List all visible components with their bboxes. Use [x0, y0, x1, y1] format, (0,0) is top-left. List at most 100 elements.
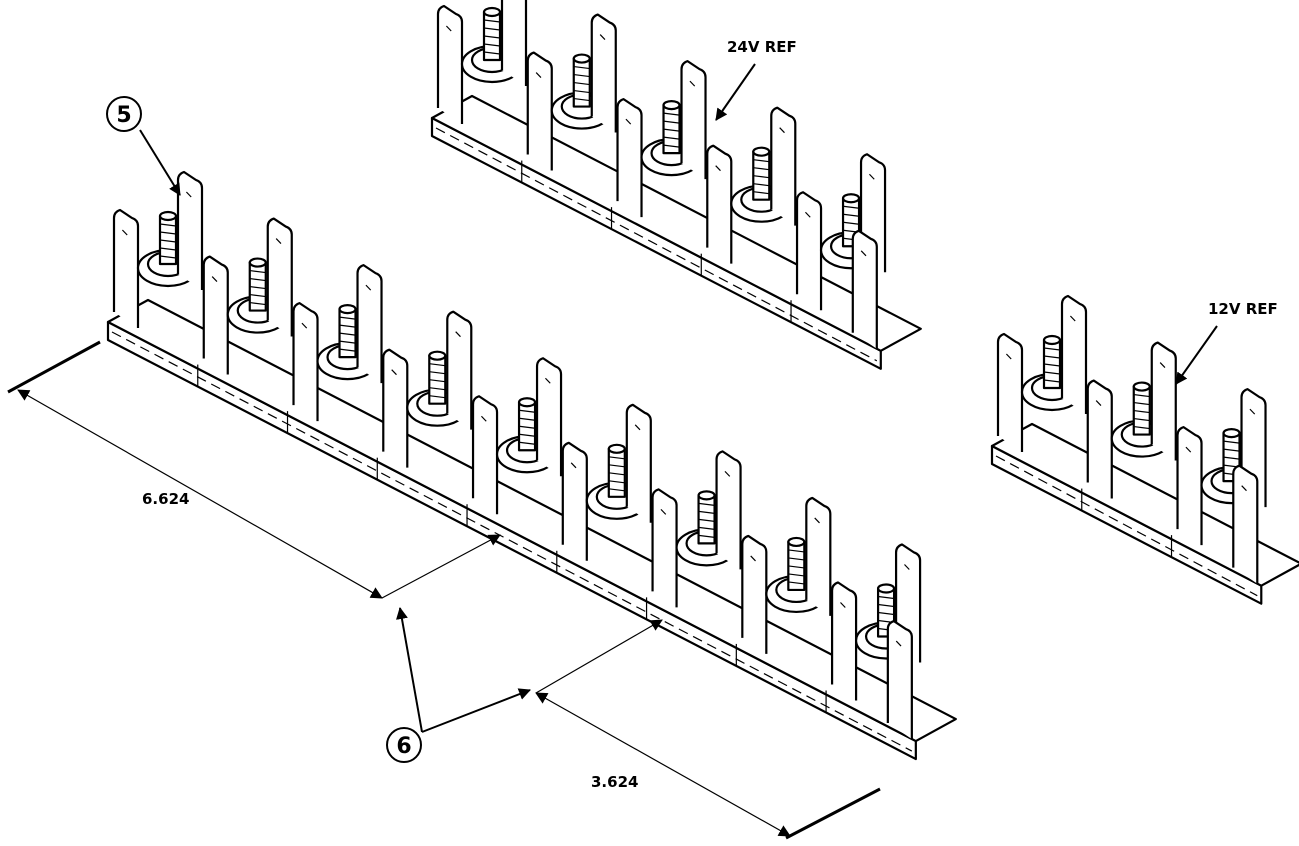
thread-line [573, 97, 590, 102]
tab-mark [445, 25, 452, 32]
thread-line [878, 603, 895, 608]
tab [1060, 294, 1088, 414]
thread-line [339, 332, 356, 336]
tab-mark [625, 118, 632, 125]
stud-top [841, 193, 861, 204]
tab-mark [840, 602, 846, 608]
thread-line [698, 502, 715, 506]
thread-line [698, 526, 715, 530]
thread-line [159, 239, 177, 243]
dimension-label-short: 3.624 [591, 773, 638, 791]
tab [886, 619, 913, 740]
thread-line [483, 51, 501, 55]
thread-line [339, 316, 356, 320]
thread-line [483, 43, 501, 47]
tab [1150, 341, 1177, 461]
stud-top [248, 257, 267, 268]
thread-line [483, 35, 501, 39]
thread-line [788, 557, 805, 561]
thread-line [429, 363, 446, 367]
dimension-line-long [17, 389, 383, 599]
ref-label-text: 24V REF [727, 38, 797, 56]
thread-line [1043, 371, 1061, 375]
tab [266, 217, 293, 337]
ref-label-12v: 12V REF [1175, 300, 1278, 385]
tab [851, 229, 878, 349]
thread-line [1043, 347, 1061, 351]
thread-line [518, 441, 536, 445]
thread-line [159, 255, 177, 259]
tab [830, 581, 858, 701]
callout-leader [139, 129, 181, 196]
tab-mark [1241, 485, 1247, 492]
tab [1086, 379, 1113, 499]
thread-line [1043, 355, 1061, 359]
tab [590, 13, 617, 133]
thread-line [753, 191, 770, 195]
callout-5: 5 [106, 96, 181, 196]
thread-line [573, 65, 590, 70]
dimension-extension-split-1 [381, 534, 501, 599]
tab-mark [1185, 446, 1192, 453]
ref-label-text: 12V REF [1208, 300, 1278, 318]
tab-mark [750, 555, 756, 562]
stud-top [876, 583, 896, 594]
thread-line [788, 549, 805, 553]
dimension-short: 3.624 [535, 619, 881, 840]
callout-leader-lower [421, 688, 531, 733]
thread-line [842, 205, 860, 209]
tab-mark [634, 424, 641, 431]
tab-mark [805, 211, 811, 218]
stud-top [662, 100, 681, 111]
thread-line [249, 277, 266, 282]
thread-line [249, 285, 266, 290]
tab-mark [904, 564, 910, 570]
thread-line [663, 112, 680, 116]
stud-top [482, 6, 502, 18]
stud-top [697, 490, 716, 501]
thread-line [518, 425, 536, 429]
tab-mark [121, 229, 128, 236]
thread-line [608, 456, 625, 460]
thread-line [249, 293, 266, 298]
tab-mark [481, 415, 487, 422]
thread-line [573, 81, 590, 86]
tab-mark [535, 72, 542, 78]
tab-mark [1095, 400, 1102, 406]
thread-line [518, 409, 536, 413]
thread-line [788, 565, 805, 569]
thread-line [698, 518, 715, 522]
thread-line [663, 120, 680, 124]
tab [500, 0, 528, 86]
tab [680, 60, 707, 180]
thread-line [159, 223, 177, 227]
tab-mark [599, 34, 606, 40]
tab [471, 395, 499, 515]
thread-line [1133, 393, 1150, 398]
tab [625, 403, 652, 523]
tab [561, 441, 588, 561]
tab-mark [895, 640, 902, 647]
thread-line [842, 221, 860, 225]
tab-mark [860, 250, 867, 257]
thread-line [753, 159, 770, 163]
tab [616, 98, 643, 218]
thread-line [1133, 409, 1150, 414]
tab-mark [1005, 353, 1012, 360]
terminal-strip-24v [430, 0, 922, 370]
tab-mark [660, 508, 667, 515]
stud-top [517, 397, 537, 408]
ref-leader [715, 63, 756, 121]
tab [1176, 426, 1203, 546]
thread-line [573, 73, 590, 78]
tab-mark [301, 322, 308, 329]
thread-line [753, 175, 770, 179]
tab-mark [1159, 362, 1166, 368]
thread-line [249, 269, 266, 274]
callout-number: 5 [116, 103, 131, 128]
thread-line [1223, 448, 1240, 452]
tab [526, 51, 553, 171]
tab-mark [779, 127, 785, 134]
thread-line [842, 213, 860, 217]
thread-line [663, 128, 680, 132]
